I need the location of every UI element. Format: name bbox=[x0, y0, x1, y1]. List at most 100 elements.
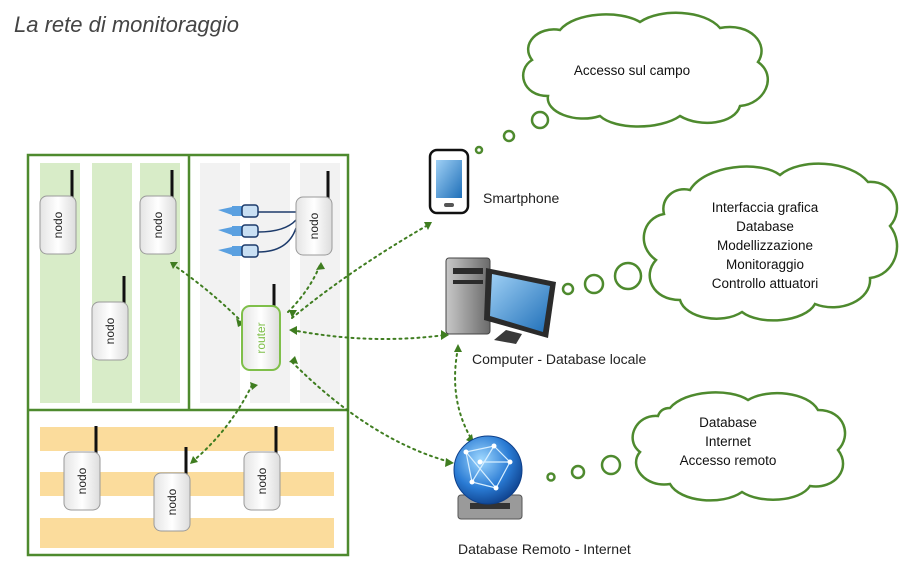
cloud-remote-line: Database bbox=[699, 415, 757, 430]
smartphone-icon bbox=[428, 148, 470, 215]
sensor-head bbox=[241, 224, 259, 238]
arrowhead bbox=[289, 326, 297, 335]
cloud-local-text: Interfaccia grafica Database Modellizzaz… bbox=[690, 198, 840, 293]
arrowhead bbox=[454, 344, 462, 352]
sensor-node: nodo bbox=[295, 171, 333, 256]
arrowhead bbox=[289, 356, 298, 364]
sensor-body bbox=[232, 226, 242, 236]
network-dot bbox=[491, 443, 497, 449]
links bbox=[171, 224, 473, 463]
computer-icon bbox=[445, 257, 556, 344]
clouds bbox=[474, 11, 899, 502]
sensor-probe bbox=[218, 244, 259, 258]
arrowhead bbox=[289, 310, 297, 318]
link-router-remote bbox=[291, 361, 451, 463]
sensor-node: nodo bbox=[139, 170, 177, 255]
sensor-probe bbox=[218, 224, 259, 238]
sensor-node: nodo bbox=[153, 447, 191, 532]
cloud-bubble bbox=[502, 129, 516, 143]
computer-monitor-stand bbox=[494, 330, 522, 344]
cloud-bubble bbox=[561, 282, 575, 296]
node-label: nodo bbox=[51, 211, 65, 238]
arrowhead bbox=[190, 456, 198, 464]
network-line bbox=[465, 445, 510, 489]
node-box bbox=[39, 195, 77, 255]
sensor-head bbox=[241, 244, 259, 258]
node-label: nodo bbox=[165, 488, 179, 515]
sensor-body bbox=[232, 246, 242, 256]
sensor-tip bbox=[218, 227, 232, 235]
greenhouse-column bbox=[200, 163, 240, 403]
arrowhead bbox=[316, 262, 325, 270]
sensor-tip bbox=[218, 247, 232, 255]
smartphone-screen bbox=[436, 160, 462, 198]
cloud-bubble bbox=[613, 261, 643, 291]
link-arrowheads bbox=[170, 222, 474, 467]
arrowhead bbox=[441, 330, 449, 340]
cloud-field-text: Accesso sul campo bbox=[562, 61, 702, 80]
node-box bbox=[139, 195, 177, 255]
cloud-bubble bbox=[570, 464, 586, 480]
globe-network-dots bbox=[463, 443, 513, 491]
arrowhead bbox=[250, 382, 258, 390]
arrowhead bbox=[424, 222, 432, 230]
sensor-node: nodo bbox=[39, 170, 77, 255]
sensor-probe bbox=[218, 204, 259, 218]
router-box bbox=[241, 305, 281, 371]
sensor-head bbox=[241, 204, 259, 218]
node-box bbox=[91, 301, 129, 361]
node-label: nodo bbox=[75, 467, 89, 494]
cloud-remote-line: Internet bbox=[705, 434, 751, 449]
computer-monitor-screen bbox=[490, 274, 550, 332]
database-globe-icon bbox=[453, 435, 523, 520]
network-dot bbox=[477, 459, 483, 465]
sensor-body bbox=[232, 206, 242, 216]
router-label: router bbox=[254, 322, 268, 353]
sensor-group bbox=[218, 204, 297, 258]
network-dot bbox=[507, 459, 513, 465]
node-box bbox=[153, 472, 191, 532]
sensor-tip bbox=[218, 207, 232, 215]
link-router-smartphone bbox=[291, 224, 429, 319]
cloud-bubble bbox=[530, 110, 550, 130]
arrowhead bbox=[445, 458, 454, 467]
cloud-bubble bbox=[583, 273, 605, 295]
globe bbox=[453, 435, 523, 505]
sensor-node: nodo bbox=[91, 276, 129, 361]
arrowhead bbox=[170, 262, 178, 269]
sensor-wire bbox=[257, 227, 297, 253]
node-label: nodo bbox=[307, 212, 321, 239]
node-label: nodo bbox=[103, 317, 117, 344]
link-router-field bbox=[191, 384, 253, 463]
node-box bbox=[295, 196, 333, 256]
node-layer: nodo nodo nodo nodo nodo nodo nodo bbox=[39, 170, 333, 532]
globe-network-lines bbox=[465, 445, 511, 489]
cloud-local-line: Controllo attuatori bbox=[711, 276, 819, 291]
network-dot bbox=[493, 485, 499, 491]
smartphone-home-button bbox=[444, 203, 454, 207]
link-router-computer bbox=[291, 329, 446, 340]
node-box bbox=[243, 451, 281, 511]
computer-drive bbox=[453, 280, 483, 284]
cloud-remote-text: Database Internet Accesso remoto bbox=[668, 413, 788, 470]
cloud-bubble bbox=[600, 454, 622, 476]
cloud-local-line: Database bbox=[736, 219, 794, 234]
sensor-node: nodo bbox=[63, 426, 101, 511]
cloud-remote-line: Accesso remoto bbox=[679, 453, 777, 468]
link-computer-remote bbox=[454, 347, 473, 441]
computer-label: Computer - Database locale bbox=[472, 351, 647, 367]
cloud-local-line: Monitoraggio bbox=[725, 257, 805, 272]
cloud-local-line: Interfaccia grafica bbox=[711, 200, 819, 215]
computer-drive bbox=[453, 268, 483, 274]
diagram-title: La rete di monitoraggio bbox=[14, 12, 240, 37]
cloud-field-line: Accesso sul campo bbox=[573, 63, 691, 78]
node-label: nodo bbox=[255, 467, 269, 494]
cloud-local-line: Modellizzazione bbox=[716, 238, 814, 253]
database-slot bbox=[470, 503, 510, 509]
router: router bbox=[241, 284, 281, 371]
cloud-field bbox=[522, 11, 770, 128]
network-line bbox=[465, 445, 511, 489]
sensor-node: nodo bbox=[243, 426, 281, 511]
remote-database-label: Database Remoto - Internet bbox=[458, 541, 631, 557]
